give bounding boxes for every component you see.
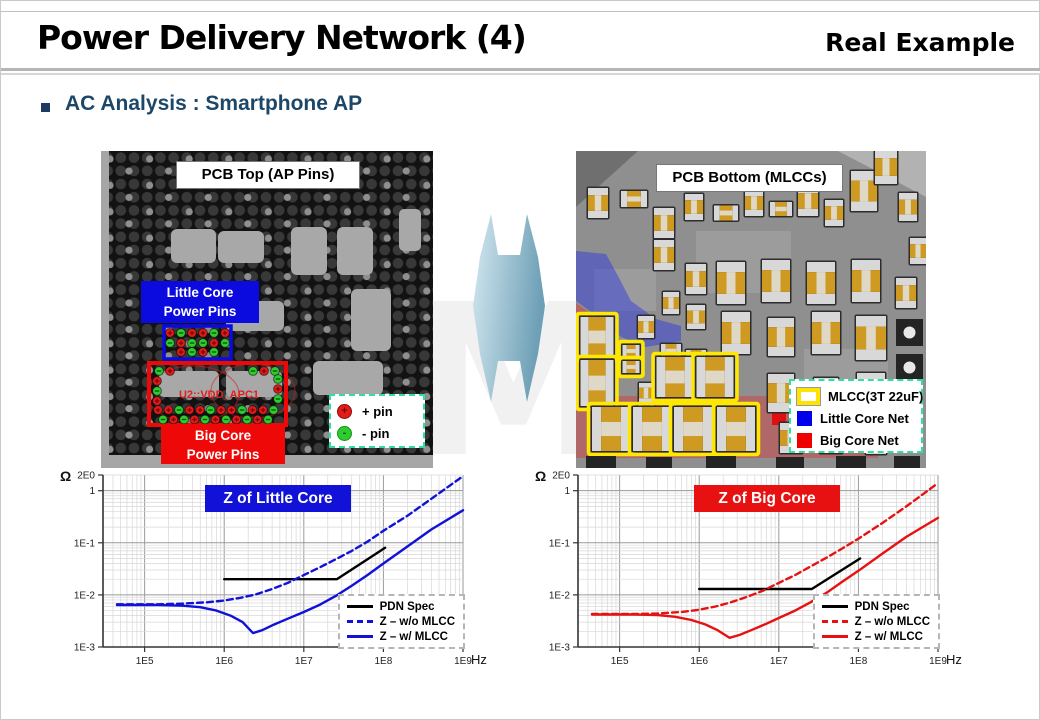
svg-text:1E-2: 1E-2 (549, 590, 571, 601)
plus-pin-icon: + (337, 403, 352, 419)
svg-text:Hz: Hz (946, 652, 962, 667)
transition-arrow-icon (473, 214, 545, 402)
little-net-swatch-icon (797, 410, 812, 426)
top-border-line (1, 11, 1040, 12)
svg-text:2E0: 2E0 (552, 471, 570, 482)
blue-solid-line-icon (346, 635, 373, 638)
chart-little-core: 2E0 1 1E-1 1E-2 1E-3 1E5 1E6 1E7 1E8 1E9 Ω Hz Z of … (57, 467, 517, 669)
svg-text:1E-3: 1E-3 (549, 643, 571, 654)
big-net-legend-row: Big Core Net (797, 429, 915, 451)
chart-big-core: 2E0 1 1E-1 1E-2 1E-3 1E5 1E6 1E7 1E8 1E9 Ω Hz Z of … (532, 467, 992, 669)
svg-text:1E9: 1E9 (454, 656, 472, 667)
black-solid-line-icon (346, 605, 373, 608)
svg-text:2E0: 2E0 (77, 471, 95, 482)
svg-text:1E7: 1E7 (295, 656, 313, 667)
black-solid-line-icon (821, 605, 848, 608)
svg-text:1E9: 1E9 (929, 656, 947, 667)
svg-text:1E-1: 1E-1 (74, 538, 96, 549)
red-solid-line-icon (821, 635, 848, 638)
mlcc-legend-row: MLCC(3T 22uF) (796, 385, 923, 407)
svg-text:1E8: 1E8 (850, 656, 868, 667)
svg-text:1E-3: 1E-3 (74, 643, 96, 654)
impedance-plot-big-core: 2E0 1 1E-1 1E-2 1E-3 1E5 1E6 1E7 1E8 1E9 Ω Hz (535, 468, 962, 667)
svg-text:Ω: Ω (535, 468, 546, 484)
svg-text:1E-1: 1E-1 (549, 538, 571, 549)
pcb-top-title: PCB Top (AP Pins) (176, 161, 360, 189)
legend-row-wo-mlcc: Z – w/o MLCC (821, 614, 930, 629)
header-divider (1, 68, 1040, 75)
legend-row-w-mlcc: Z – w/ MLCC (821, 629, 930, 644)
minus-pin-icon: - (337, 425, 352, 441)
legend-row-pdn-spec: PDN Spec (821, 599, 930, 614)
pcb-top-figure: PCB Top (AP Pins) Little Core Power Pins… (101, 151, 433, 468)
page-subtitle: Real Example (825, 28, 1015, 57)
chart-title-big-core: Z of Big Core (694, 485, 840, 512)
pcb-bottom-title: PCB Bottom (MLCCs) (656, 164, 843, 192)
svg-text:1: 1 (89, 486, 95, 497)
little-core-label: Little Core Power Pins (141, 281, 259, 323)
little-net-legend-row: Little Core Net (797, 407, 915, 429)
bullet-square-icon (41, 103, 50, 112)
legend-row-pdn-spec: PDN Spec (346, 599, 455, 614)
page-title: Power Delivery Network (4) (37, 18, 527, 57)
svg-text:Ω: Ω (60, 468, 71, 484)
legend-row-w-mlcc: Z – w/ MLCC (346, 629, 455, 644)
svg-text:1E6: 1E6 (690, 656, 708, 667)
chart-legend-big-core: PDN Spec Z – w/o MLCC Z – w/ MLCC (812, 594, 940, 649)
svg-text:1E6: 1E6 (215, 656, 233, 667)
red-dashed-line-icon (821, 620, 848, 623)
svg-text:1E5: 1E5 (611, 656, 629, 667)
pcb-bottom-figure: PCB Bottom (MLCCs) MLCC(3T 22uF) Little … (575, 148, 928, 468)
chart-legend-little-core: PDN Spec Z – w/o MLCC Z – w/ MLCC (337, 594, 465, 649)
legend-row-wo-mlcc: Z – w/o MLCC (346, 614, 455, 629)
chart-title-little-core: Z of Little Core (205, 485, 351, 512)
svg-text:1E8: 1E8 (375, 656, 393, 667)
big-net-swatch-icon (797, 432, 812, 448)
plus-pin-row: + + pin (337, 400, 417, 422)
net-name-text: U2::VDD_APC1 (178, 389, 260, 401)
mlcc-legend: MLCC(3T 22uF) Little Core Net Big Core N… (789, 379, 923, 453)
mlcc-swatch-icon (796, 386, 821, 406)
svg-text:1: 1 (564, 486, 570, 497)
section-heading: AC Analysis : Smartphone AP (65, 92, 363, 115)
svg-text:Hz: Hz (471, 652, 487, 667)
blue-dashed-line-icon (346, 620, 373, 623)
big-core-label: Big Core Power Pins (161, 424, 285, 464)
svg-text:1E-2: 1E-2 (74, 590, 96, 601)
svg-text:1E5: 1E5 (136, 656, 154, 667)
minus-pin-row: - - pin (337, 422, 417, 444)
pin-legend: + + pin - - pin (329, 394, 425, 448)
svg-text:1E7: 1E7 (770, 656, 788, 667)
